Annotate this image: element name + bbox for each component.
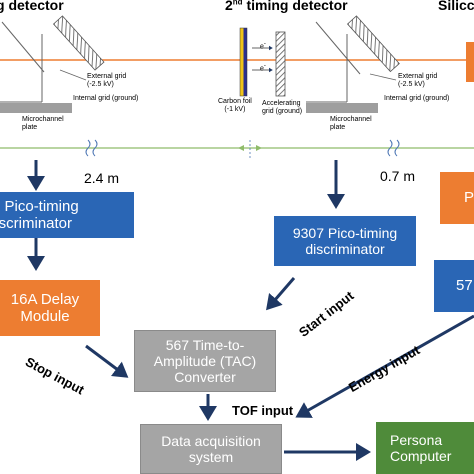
left-internal-grid	[1, 21, 45, 73]
right-mcp-plate	[306, 103, 378, 113]
personal-computer-text: Persona Computer	[390, 431, 452, 464]
int-grid-right-label: Internal grid (ground)	[384, 95, 450, 102]
pico-timing-right-text: 9307 Pico-timing discriminator	[292, 224, 398, 257]
left-grid-pointer	[59, 69, 87, 81]
mcp-left-label: Microchannel plate	[22, 116, 64, 131]
axis-arrow-left	[238, 145, 244, 151]
pico-timing-left-text: 7 Pico-timing scriminator	[0, 197, 79, 232]
carbon-foil-graphic	[239, 27, 248, 97]
electron-label-1: e-	[260, 40, 266, 51]
right-detector-graphic	[306, 15, 474, 113]
tof-input-label: TOF input	[232, 403, 294, 418]
middle-detector-title: 2nd timing detector	[225, 0, 348, 13]
right-blue-box: 57	[434, 260, 474, 312]
tac-box: 567 Time-to- Amplitude (TAC) Converter	[134, 330, 276, 392]
daq-box: Data acquisition system	[140, 424, 282, 474]
middle-detector-title-suffix: timing detector	[242, 0, 348, 13]
right-internal-grid	[315, 21, 361, 75]
electron-label-1-text: e	[260, 43, 264, 51]
personal-computer-box: Persona Computer	[376, 422, 474, 474]
right-blue-text: 57	[456, 277, 473, 295]
accel-grid-label: Accelerating grid (ground)	[262, 100, 303, 115]
distance-right-label: 0.7 m	[380, 168, 416, 184]
ext-grid-left-label: External grid (-2.5 kV)	[87, 73, 127, 88]
right-external-grid	[346, 15, 400, 73]
electron-label-2-text: e	[260, 65, 264, 73]
left-detector-title: g detector	[0, 0, 64, 13]
right-detector-title-text: Silicc	[438, 0, 474, 13]
right-orange-text: P	[464, 189, 474, 207]
axis-arrow-right	[256, 145, 262, 151]
mcp-right-label: Microchannel plate	[330, 116, 372, 131]
arrow-delay-to-tac	[85, 344, 129, 378]
left-detector-title-text: g detector	[0, 0, 64, 13]
electron-label-2-sup: -	[263, 63, 266, 69]
right-orange-box: P	[440, 172, 474, 224]
daq-text: Data acquisition system	[161, 432, 261, 465]
pico-timing-left-box: 7 Pico-timing scriminator	[0, 192, 134, 238]
silicon-detector-graphic	[466, 42, 474, 82]
middle-detector-title-sup: nd	[232, 0, 243, 7]
right-grid-pointer	[369, 73, 397, 81]
break-squiggle-left	[85, 139, 98, 157]
left-detector-graphic	[0, 15, 105, 113]
int-grid-left-label: Internal grid (ground)	[73, 95, 139, 102]
break-squiggle-right	[387, 139, 400, 157]
left-external-grid	[52, 15, 105, 71]
delay-module-box: 16A Delay Module	[0, 280, 100, 336]
pico-timing-right-box: 9307 Pico-timing discriminator	[274, 216, 416, 266]
carbon-foil-label: Carbon foil (-1 kV)	[218, 98, 252, 113]
middle-detector-graphic	[239, 27, 286, 97]
arrow-energy-to-daq	[295, 314, 474, 418]
arrow-pico-right-to-tac	[266, 277, 296, 311]
electron-label-1-sup: -	[263, 41, 266, 47]
tac-text: 567 Time-to- Amplitude (TAC) Converter	[153, 336, 257, 386]
ext-grid-right-label: External grid (-2.5 kV)	[398, 73, 438, 88]
left-mcp-plate	[0, 103, 72, 113]
delay-module-text: 16A Delay Module	[10, 290, 80, 325]
distance-left-label: 2.4 m	[84, 170, 120, 186]
right-detector-title: Silicc	[438, 0, 474, 13]
electron-label-2: e-	[260, 62, 266, 73]
middle-detector-title-prefix: 2	[225, 0, 233, 13]
accel-grid-graphic	[275, 31, 286, 97]
